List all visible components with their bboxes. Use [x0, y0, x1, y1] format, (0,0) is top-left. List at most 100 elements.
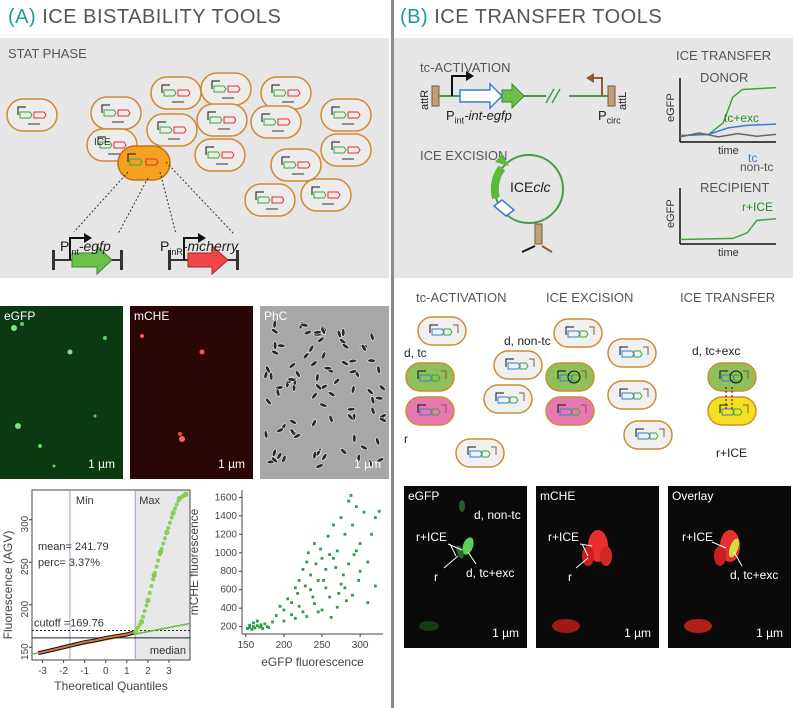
- micrograph-b-overlay-label: Overlay: [672, 489, 714, 503]
- scatter-point: [313, 602, 316, 605]
- scatter-point: [248, 623, 252, 627]
- promoter-arrow: [255, 191, 264, 200]
- iceclc-a: ICE: [510, 179, 533, 195]
- cartoon-cell-r: [545, 396, 595, 426]
- panel-b-tag: (B): [400, 6, 429, 28]
- cartoon-cell-donor: [707, 362, 757, 392]
- qq-point: [161, 541, 166, 546]
- panel-a-title-text: ICE BISTABILITY TOOLS: [42, 6, 282, 28]
- pcirc-arrow: [519, 392, 525, 401]
- stat-phase-diagram: ICE: [6, 72, 372, 276]
- scatter-point: [373, 584, 377, 588]
- scatter-point: [339, 582, 343, 586]
- b-mche-ann-r: r: [568, 570, 572, 584]
- cartoon-cell: [607, 380, 657, 410]
- scatter-point: [370, 532, 373, 536]
- qq-point: [152, 570, 157, 575]
- gfp-gene: [209, 116, 223, 124]
- b-egfp-ann-dtcexc: d, tc+exc: [466, 566, 515, 580]
- phc-cell: [273, 341, 278, 350]
- phc-cell: [310, 360, 318, 367]
- scatter-point: [335, 605, 339, 609]
- bacterium-cell: [200, 72, 252, 106]
- qq-point: [142, 609, 147, 614]
- pcirc-arrow: [659, 428, 665, 437]
- pint-construct: [52, 233, 123, 276]
- phc-cell: [289, 419, 297, 425]
- cell-body: [545, 362, 595, 392]
- mcherry-gene: [347, 111, 361, 119]
- iceclc-b: clc: [533, 179, 550, 195]
- scatter-ytick-label: 1200: [215, 529, 238, 540]
- panel-a-title: (A) ICE BISTABILITY TOOLS: [8, 6, 281, 29]
- mcherry-gene: [347, 146, 361, 154]
- phc-cell: [271, 328, 279, 335]
- highlighted-cell: [117, 145, 171, 181]
- bacterium-cell: [320, 133, 372, 167]
- series-line-0: [679, 218, 777, 241]
- scatter-point: [252, 625, 255, 629]
- scatter-point: [245, 627, 249, 630]
- phc-cell: [348, 369, 358, 374]
- scatter-point: [337, 591, 341, 595]
- mcherry-gene: [223, 116, 237, 124]
- phc-cell: [368, 459, 374, 468]
- phc-cell: [263, 370, 269, 380]
- micrograph-b-mche-scale: 1 µm: [624, 626, 651, 640]
- promoter-arrow: [417, 370, 426, 379]
- promoter-arrow: [161, 84, 170, 93]
- cell-body: [405, 396, 455, 426]
- promoter-arrow: [205, 146, 214, 155]
- phc-cell: [281, 454, 287, 464]
- scatter-ytick-label: 1000: [215, 548, 238, 559]
- scatter-point: [306, 551, 310, 555]
- int-gene: [567, 330, 581, 338]
- scatter-point: [313, 542, 316, 545]
- promoter-arrow: [281, 156, 290, 165]
- scatter-ytick-label: 1600: [215, 492, 238, 503]
- mcherry-gene: [117, 109, 131, 117]
- micrograph-b-egfp-scale: 1 µm: [492, 626, 519, 640]
- cell-body: [405, 362, 455, 392]
- qq-median-text: median: [150, 645, 186, 657]
- cartoon-h3: ICE TRANSFER: [680, 290, 776, 305]
- mcherry-gene: [227, 85, 241, 93]
- scatter-point: [339, 516, 343, 520]
- phc-cell: [272, 319, 277, 329]
- cell-body: [417, 316, 467, 346]
- scatter-point: [329, 615, 333, 619]
- cell-body: [607, 338, 657, 368]
- qq-point: [154, 564, 159, 569]
- phc-cell: [276, 451, 283, 460]
- scatter-ytick-label: 1400: [215, 511, 238, 522]
- promoter-arrow: [17, 106, 26, 115]
- scatter-point: [320, 556, 324, 560]
- pcirc-arrow: [589, 326, 595, 335]
- gfp-gene: [571, 408, 581, 416]
- scatter-point: [341, 573, 345, 577]
- ice-circle: [490, 154, 564, 253]
- pint-suffix: -egfp: [78, 238, 111, 254]
- mcherry-gene: [277, 118, 291, 126]
- cell-body: [455, 438, 505, 468]
- transfer-diagram: attR attL ICEclc DONOReGFPtimetc+exctcno…: [419, 70, 777, 259]
- mcherry-gene: [327, 191, 341, 199]
- qq-max-label: Max: [139, 495, 160, 507]
- gfp-gene: [443, 328, 453, 336]
- gfp-gene: [633, 392, 643, 400]
- qq-point: [166, 525, 171, 530]
- scatter-point: [334, 566, 338, 569]
- promoter-arrow: [429, 324, 438, 333]
- qq-xlabel: Theoretical Quantiles: [54, 679, 167, 693]
- bacterium-cell: [300, 178, 352, 212]
- panel-a-tag: (A): [8, 6, 37, 28]
- qq-frame: [31, 489, 191, 661]
- bacterium-cell: [250, 105, 302, 139]
- phc-cell: [370, 396, 376, 405]
- scatter-point: [278, 604, 282, 608]
- b-mche-ann-rice: r+ICE: [548, 530, 580, 544]
- phc-cell: [313, 330, 322, 335]
- pint-p: P: [60, 238, 70, 254]
- cell-body: [493, 350, 543, 380]
